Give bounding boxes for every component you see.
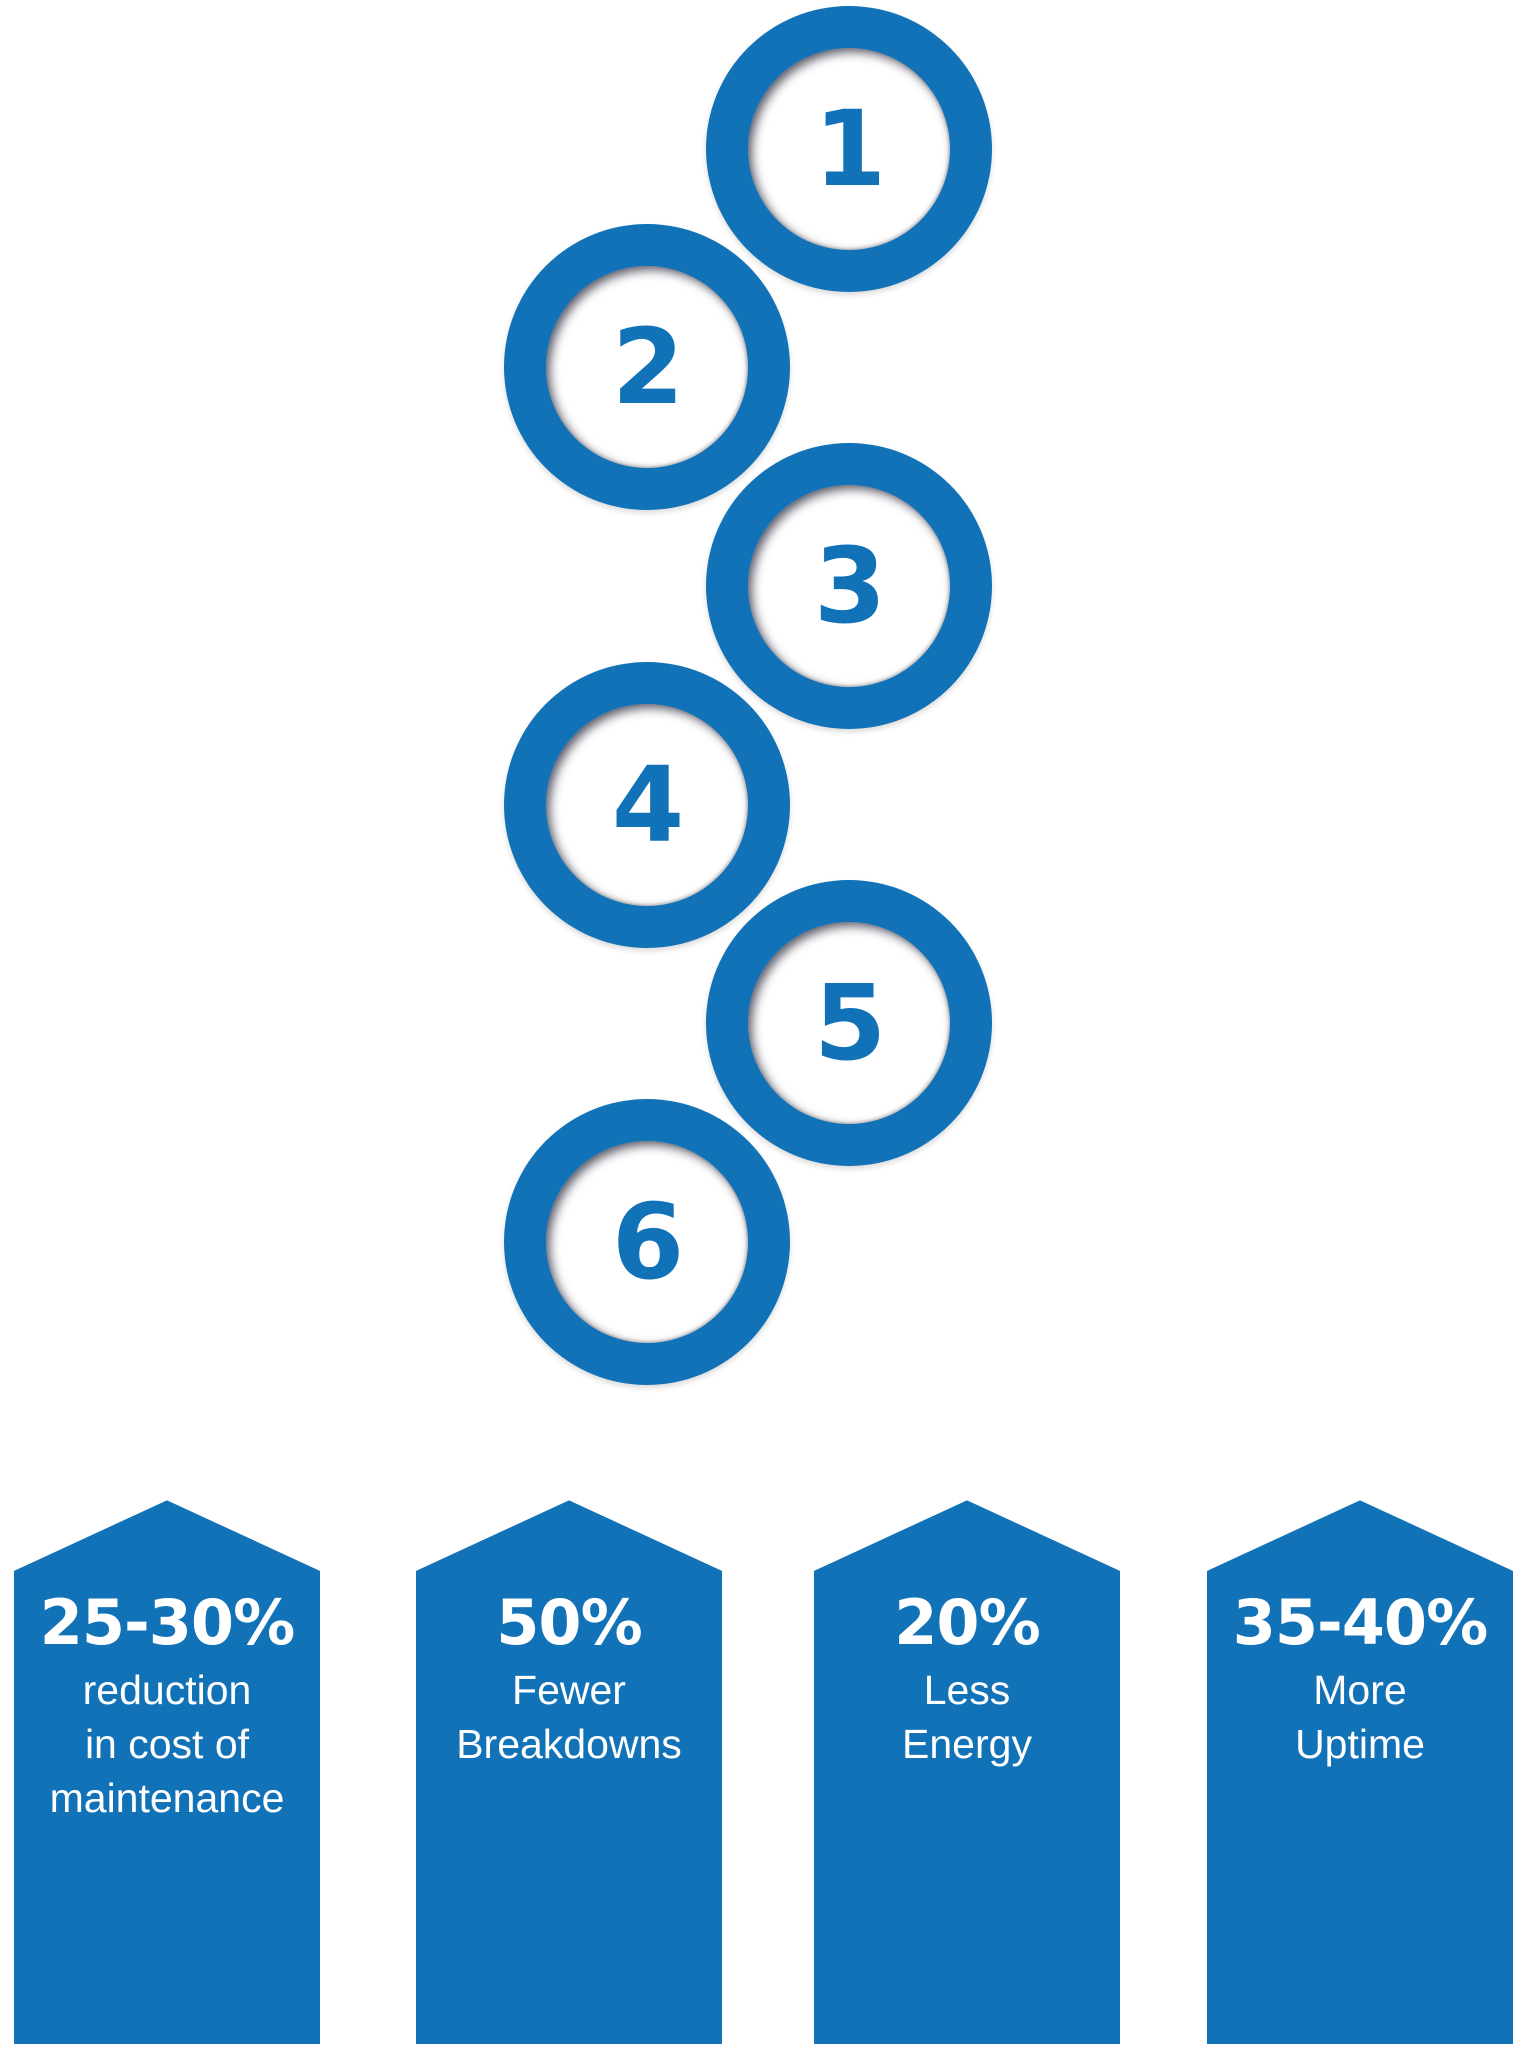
- step-circle-6: 6: [504, 1099, 790, 1385]
- stat-description: reduction in cost of maintenance: [49, 1667, 285, 1821]
- stat-card-shape: [808, 1493, 1126, 2050]
- stat-value: 25-30%: [39, 1586, 295, 1659]
- stat-card-shape: [1201, 1493, 1519, 2050]
- step-circle-inner: 3: [748, 485, 950, 687]
- stat-card-breakdowns: 50% Fewer Breakdowns: [410, 1493, 728, 2050]
- step-number: 5: [813, 962, 886, 1084]
- step-number: 1: [813, 88, 886, 210]
- stat-card-text: 20% Less Energy: [811, 1587, 1123, 1771]
- stat-value: 35-40%: [1232, 1586, 1488, 1659]
- step-number: 2: [611, 306, 684, 428]
- stat-value: 20%: [894, 1586, 1040, 1659]
- step-circle-2: 2: [504, 224, 790, 510]
- stat-card-text: 50% Fewer Breakdowns: [413, 1587, 725, 1771]
- step-circle-4: 4: [504, 662, 790, 948]
- step-circle-inner: 5: [748, 922, 950, 1124]
- stat-value: 50%: [496, 1586, 642, 1659]
- step-circle-1: 1: [706, 6, 992, 292]
- stat-card-text: 35-40% More Uptime: [1204, 1587, 1516, 1771]
- stat-description: Less Energy: [902, 1667, 1032, 1767]
- stat-description: Fewer Breakdowns: [456, 1667, 682, 1767]
- stat-card-uptime: 35-40% More Uptime: [1201, 1493, 1519, 2050]
- stat-card-energy: 20% Less Energy: [808, 1493, 1126, 2050]
- step-circle-5: 5: [706, 880, 992, 1166]
- step-circle-inner: 6: [546, 1141, 748, 1343]
- step-circle-inner: 4: [546, 704, 748, 906]
- step-number: 6: [611, 1181, 684, 1303]
- step-number: 3: [813, 525, 886, 647]
- stat-card-maintenance: 25-30% reduction in cost of maintenance: [8, 1493, 326, 2050]
- stat-card-shape: [8, 1493, 326, 2050]
- stat-card-text: 25-30% reduction in cost of maintenance: [11, 1587, 323, 1825]
- step-circle-inner: 2: [546, 266, 748, 468]
- step-circle-inner: 1: [748, 48, 950, 250]
- stat-description: More Uptime: [1295, 1667, 1425, 1767]
- step-number: 4: [611, 744, 684, 866]
- stat-card-shape: [410, 1493, 728, 2050]
- step-circle-3: 3: [706, 443, 992, 729]
